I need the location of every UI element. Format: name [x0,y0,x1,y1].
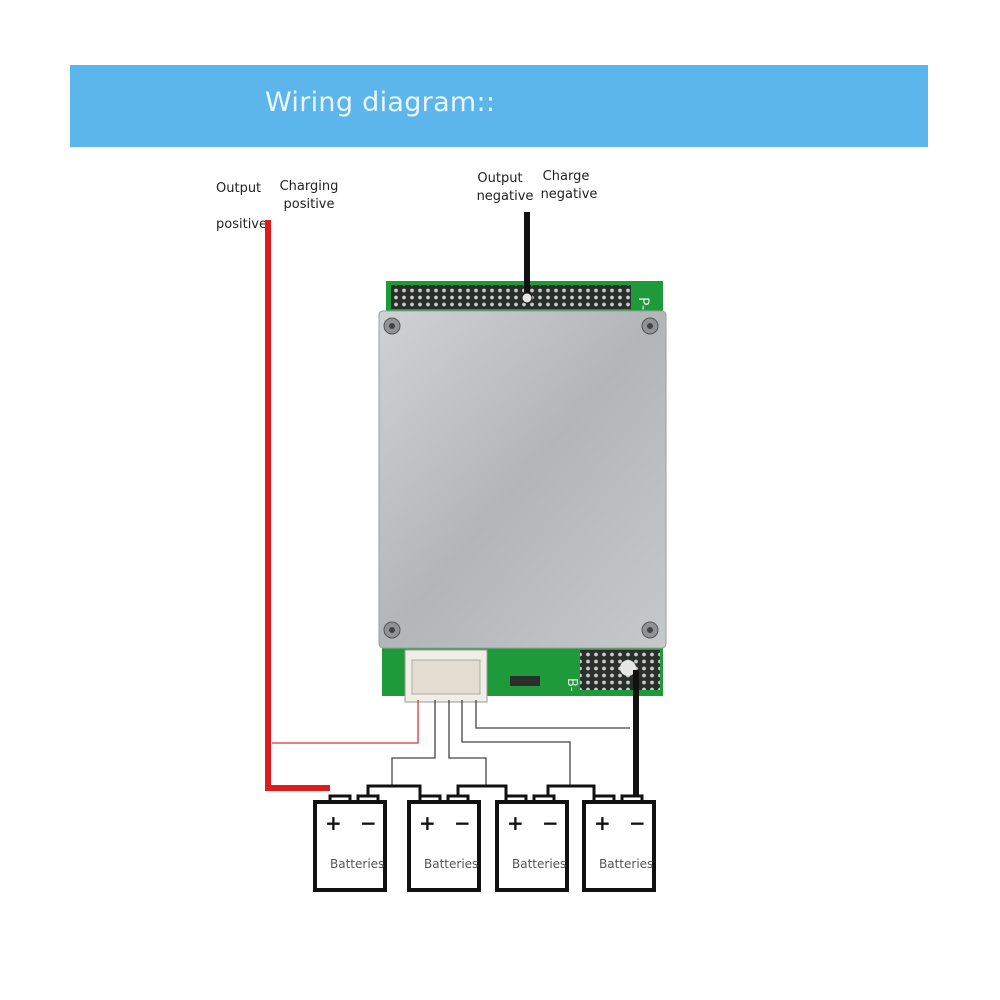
screw-icon [383,621,401,639]
svg-text:+: + [325,811,342,835]
svg-text:−: − [454,811,471,835]
screw-icon [641,317,659,335]
svg-text:Batteries: Batteries [424,857,478,871]
label-charge-negative-2: negative [540,187,598,202]
series-links [366,784,596,802]
svg-text:+: + [419,811,436,835]
battery-cell: + − Batteries [495,794,569,892]
header-banner: Wiring diagram:: [70,65,928,147]
screw-icon [383,317,401,335]
label-charge-negative-1: Charge [542,169,590,184]
label-output-negative-2: negative [476,189,534,204]
top-pad-label: P- [635,297,651,310]
svg-text:Batteries: Batteries [512,857,566,871]
battery-cell: + − Batteries [407,794,481,892]
label-output-negative-1: Output [477,171,523,186]
label-output-positive-2: positive [216,217,267,232]
svg-text:+: + [507,811,524,835]
svg-text:−: − [542,811,559,835]
output-positive-wire [265,220,330,791]
label-charging-positive-1: Charging [279,179,339,194]
svg-text:Batteries: Batteries [599,857,653,871]
balance-wires [272,700,630,786]
svg-text:−: − [360,811,377,835]
page-title: Wiring diagram:: [265,87,496,118]
label-charging-positive-2: positive [283,197,335,212]
label-output-positive-1: Output [216,181,262,196]
pcb-top-strip: P- [386,281,663,313]
svg-text:−: − [629,811,646,835]
bms-board-plate [378,310,667,649]
screw-icon [641,621,659,639]
battery-cell: + − Batteries [313,794,387,892]
bottom-pad-label: B- [564,678,579,692]
battery-cell: + − Batteries [582,794,656,892]
svg-text:Batteries: Batteries [330,857,384,871]
balance-connector [404,649,488,703]
svg-text:+: + [594,811,611,835]
